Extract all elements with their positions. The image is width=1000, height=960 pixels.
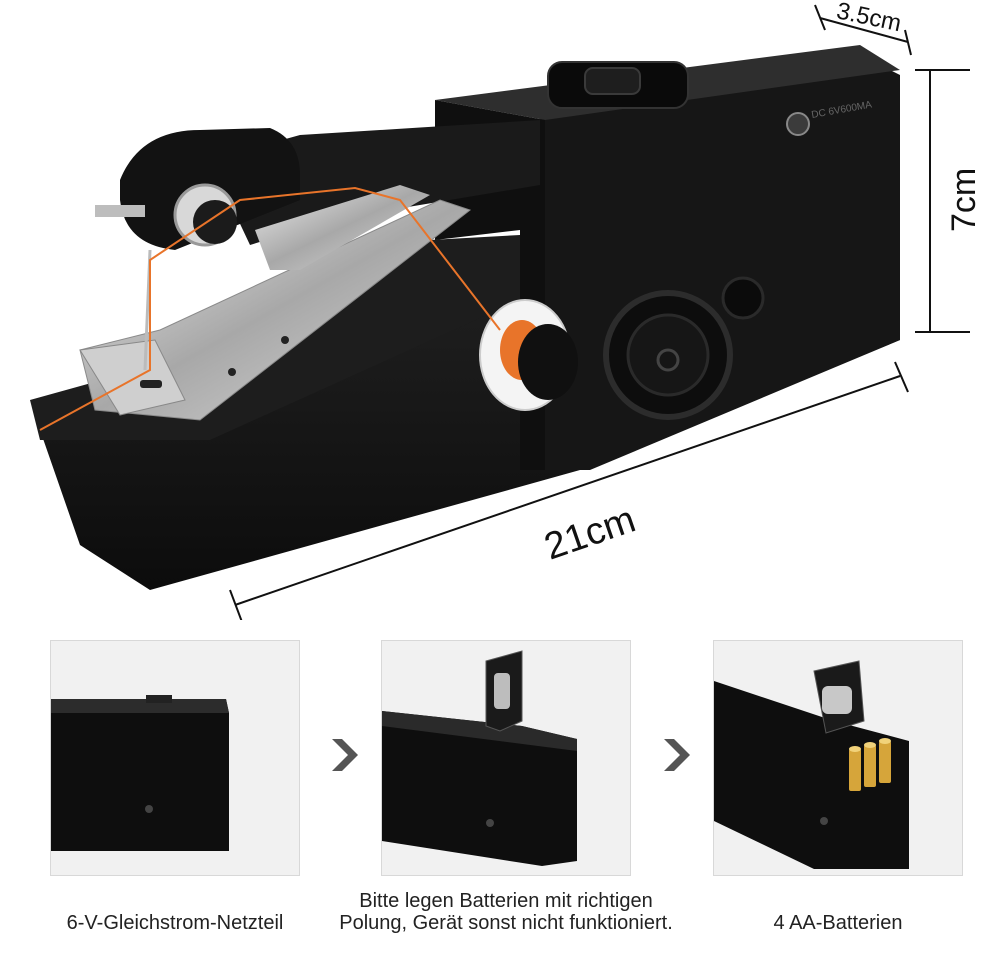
step-caption-polarity: Bitte legen Batterien mit richtigen Polu… [339, 890, 673, 934]
chevron-right-icon [332, 739, 358, 771]
side-button [721, 276, 765, 320]
thread-line [39, 186, 501, 431]
power-switch [547, 61, 689, 109]
sewing-head [95, 128, 300, 371]
dimension-height [915, 69, 970, 333]
sewing-machine-body [30, 45, 900, 590]
chevron-right-icon [664, 739, 690, 771]
open-battery-photo [382, 641, 630, 875]
product-illustration: DC 6V600MA 3.5cm [30, 0, 983, 620]
metal-arm [255, 185, 430, 270]
step-caption-power-supply: 6-V-Gleichstrom-Netzteil [66, 912, 284, 934]
thread-spool [479, 299, 578, 411]
step-panel-batteries [713, 640, 963, 876]
step-panel-open-battery [381, 640, 631, 876]
thread-wheel [603, 290, 733, 420]
batteries-photo [714, 641, 962, 875]
power-supply-photo [51, 641, 299, 875]
step-panel-power-supply [50, 640, 300, 876]
step-caption-batteries: 4 AA-Batterien [773, 912, 903, 934]
dimension-length [229, 361, 909, 620]
length-label: 21cm [539, 499, 641, 569]
height-label: 7cm [945, 168, 983, 232]
dc-jack-icon [786, 112, 810, 136]
dimension-depth [814, 4, 912, 56]
